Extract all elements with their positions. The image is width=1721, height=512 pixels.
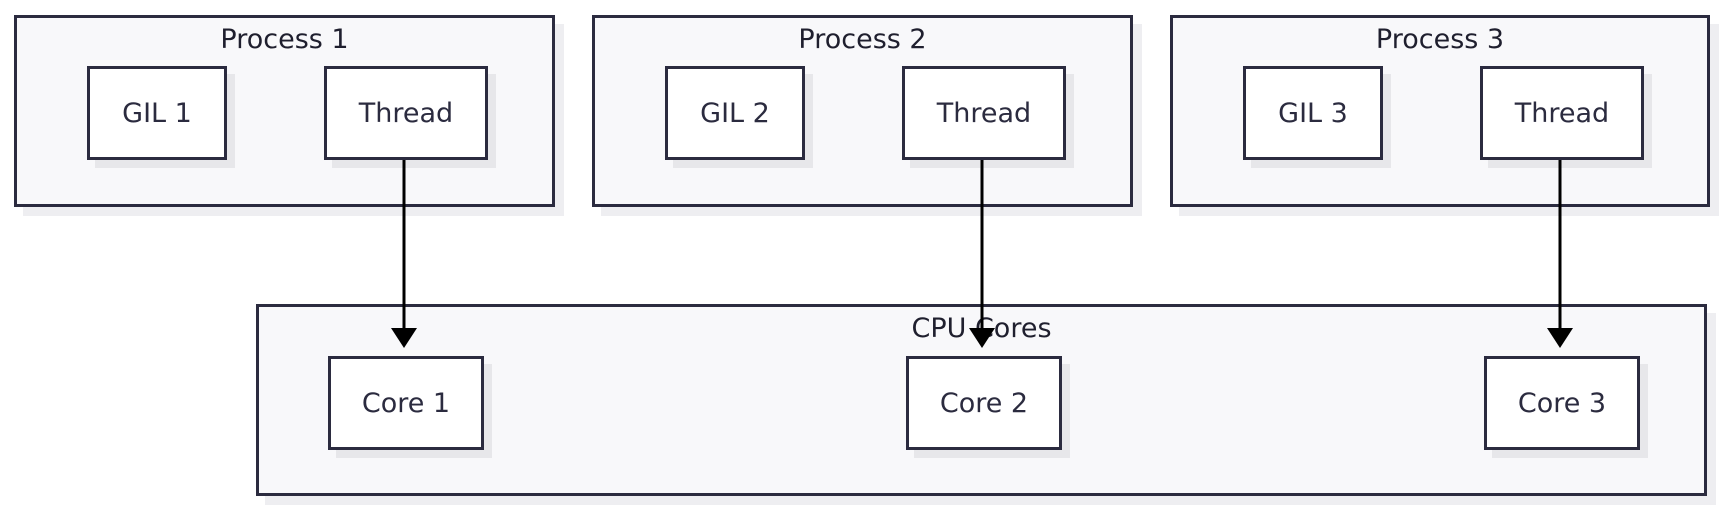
gil-1-node: GIL 1 xyxy=(87,66,227,160)
core-3-node: Core 3 xyxy=(1484,356,1640,450)
cpu-cores-group: CPU Cores Core 1 Core 2 Core 3 xyxy=(256,304,1707,496)
process-2-group: Process 2 GIL 2 Thread xyxy=(592,15,1133,207)
cpu-cores-title: CPU Cores xyxy=(911,313,1052,344)
core-2-node: Core 2 xyxy=(906,356,1062,450)
gil-3-node: GIL 3 xyxy=(1243,66,1383,160)
process-1-title: Process 1 xyxy=(220,24,349,55)
process-1-group: Process 1 GIL 1 Thread xyxy=(14,15,555,207)
gil-2-node: GIL 2 xyxy=(665,66,805,160)
process-3-group: Process 3 GIL 3 Thread xyxy=(1170,15,1710,207)
process-3-thread-node: Thread xyxy=(1480,66,1644,160)
process-2-thread-node: Thread xyxy=(902,66,1066,160)
process-2-title: Process 2 xyxy=(798,24,927,55)
core-1-node: Core 1 xyxy=(328,356,484,450)
process-1-thread-node: Thread xyxy=(324,66,488,160)
process-3-title: Process 3 xyxy=(1375,24,1505,55)
